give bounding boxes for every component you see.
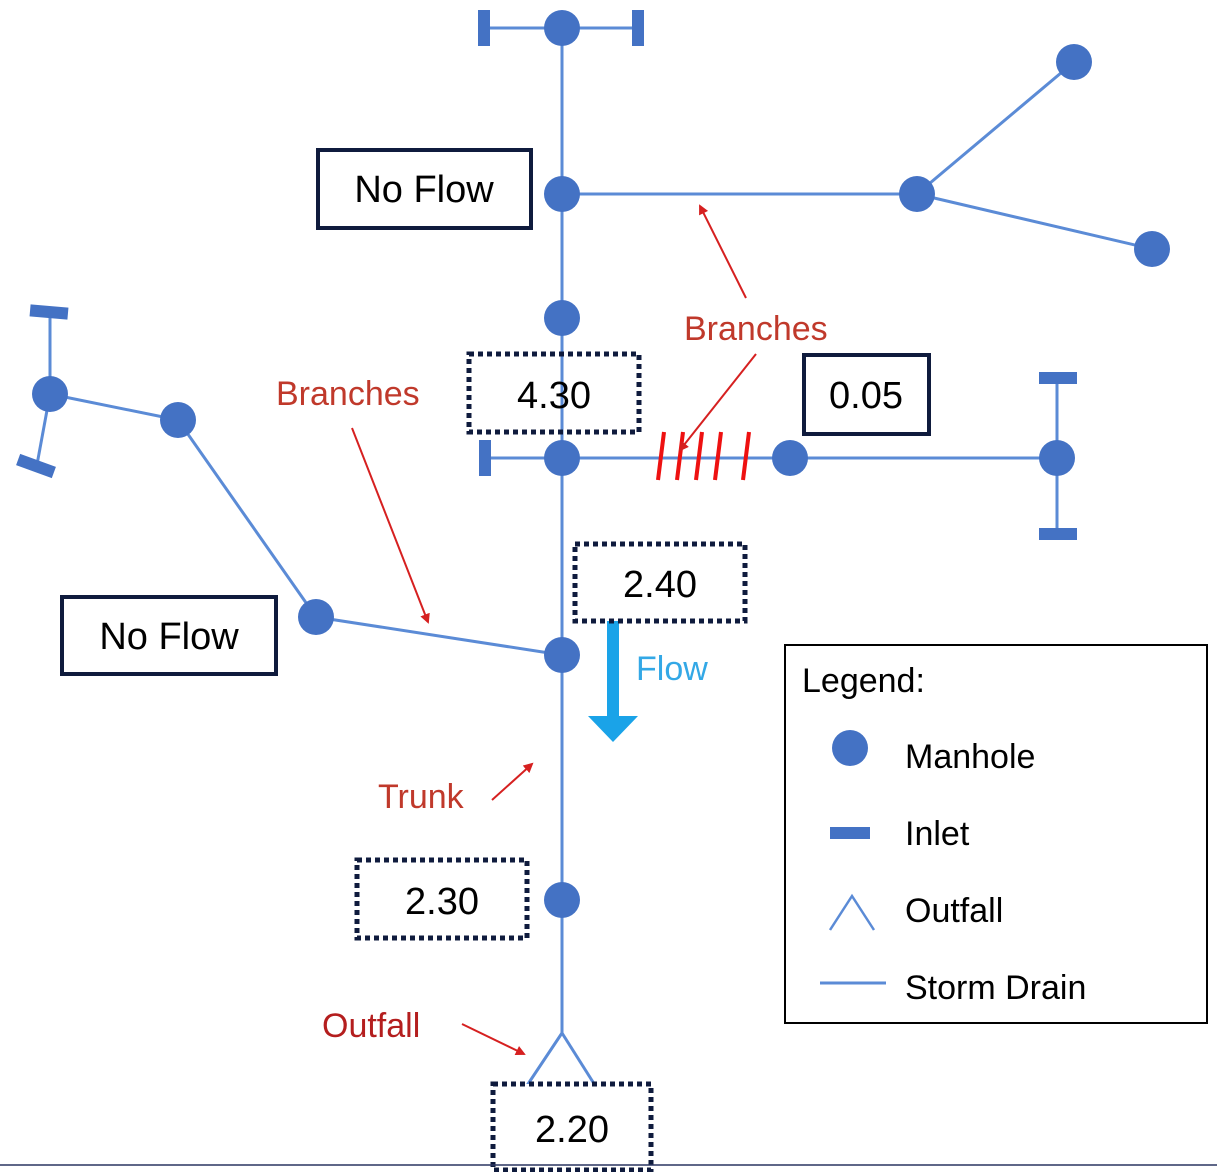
left-branch-pipe-1 (315, 615, 563, 657)
manhole-icon (544, 882, 580, 918)
manhole-icon (899, 176, 935, 212)
value-label-branch-right: 0.05 (829, 375, 903, 417)
inlet-icon (479, 440, 491, 476)
outfall-leg-right (560, 1032, 600, 1091)
manholes (32, 10, 1170, 918)
left-branch-pipe-2 (176, 419, 318, 618)
branches-left-label: Branches (276, 375, 420, 413)
value-box-junction (466, 351, 642, 435)
left-branch-pipe-3 (49, 392, 179, 422)
flow-label: Flow (636, 650, 708, 688)
inlet-icon (478, 10, 490, 46)
branches-right-arrow-2 (678, 353, 757, 452)
no-flow-box-left (60, 595, 278, 676)
value-label-outfall: 2.20 (535, 1109, 609, 1151)
manhole-icon (832, 730, 868, 766)
blockage-hatch (656, 431, 751, 481)
outfall-arrow (461, 1023, 526, 1056)
manhole-icon (544, 300, 580, 336)
trunk-arrow (491, 762, 534, 801)
value-box-outfall (490, 1081, 654, 1172)
value-label-trunk-lower: 2.30 (405, 881, 479, 923)
branches-left-arrow (351, 427, 430, 624)
inlet-icon (16, 453, 56, 479)
no-flow-label-left: No Flow (99, 616, 239, 658)
outfall-leg-left (522, 1032, 564, 1091)
inlets (16, 10, 1077, 540)
trunk-label: Trunk (378, 778, 465, 816)
annotations: Branches Branches Trunk Outfall (276, 204, 828, 1056)
flow-arrow-icon (588, 618, 638, 742)
legend-label-inlet: Inlet (905, 815, 970, 853)
inlet-icon (1039, 372, 1077, 384)
outfall-label: Outfall (322, 1007, 420, 1045)
manhole-icon (544, 440, 580, 476)
no-flow-label-top: No Flow (354, 169, 494, 211)
inlet-icon (1039, 528, 1077, 540)
inlet-icon (29, 304, 69, 320)
outfall-icon (828, 893, 876, 931)
upper-branch-pipe-ne (916, 60, 1075, 196)
manhole-icon (1039, 440, 1075, 476)
value-box-trunk-upper (572, 541, 748, 624)
legend-label-storm-drain: Storm Drain (905, 969, 1086, 1007)
label-boxes: No Flow No Flow 0.05 4.30 2.40 2.30 2.20 (60, 148, 931, 1172)
branches-right-arrow (699, 204, 747, 299)
value-label-trunk-upper: 2.40 (623, 564, 697, 606)
inlet-icon (830, 827, 870, 839)
legend-title: Legend: (802, 662, 925, 700)
upper-branch-pipe-se (916, 192, 1153, 251)
value-box-trunk-lower (354, 857, 530, 941)
branches-right-label: Branches (684, 310, 828, 348)
manhole-icon (298, 599, 334, 635)
legend-label-outfall: Outfall (905, 892, 1003, 930)
manhole-icon (1056, 44, 1092, 80)
value-label-junction: 4.30 (517, 375, 591, 417)
manhole-icon (1134, 231, 1170, 267)
manhole-icon (544, 637, 580, 673)
manhole-icon (32, 376, 68, 412)
no-flow-box-top (316, 148, 533, 230)
manhole-icon (160, 402, 196, 438)
inlet-icon (632, 10, 644, 46)
manhole-icon (544, 176, 580, 212)
legend-label-manhole: Manhole (905, 738, 1035, 776)
manhole-icon (544, 10, 580, 46)
value-box-branch-right (802, 353, 931, 436)
legend: Legend: Manhole Inlet Outfall Storm Drai… (784, 644, 1208, 1024)
manhole-icon (772, 440, 808, 476)
